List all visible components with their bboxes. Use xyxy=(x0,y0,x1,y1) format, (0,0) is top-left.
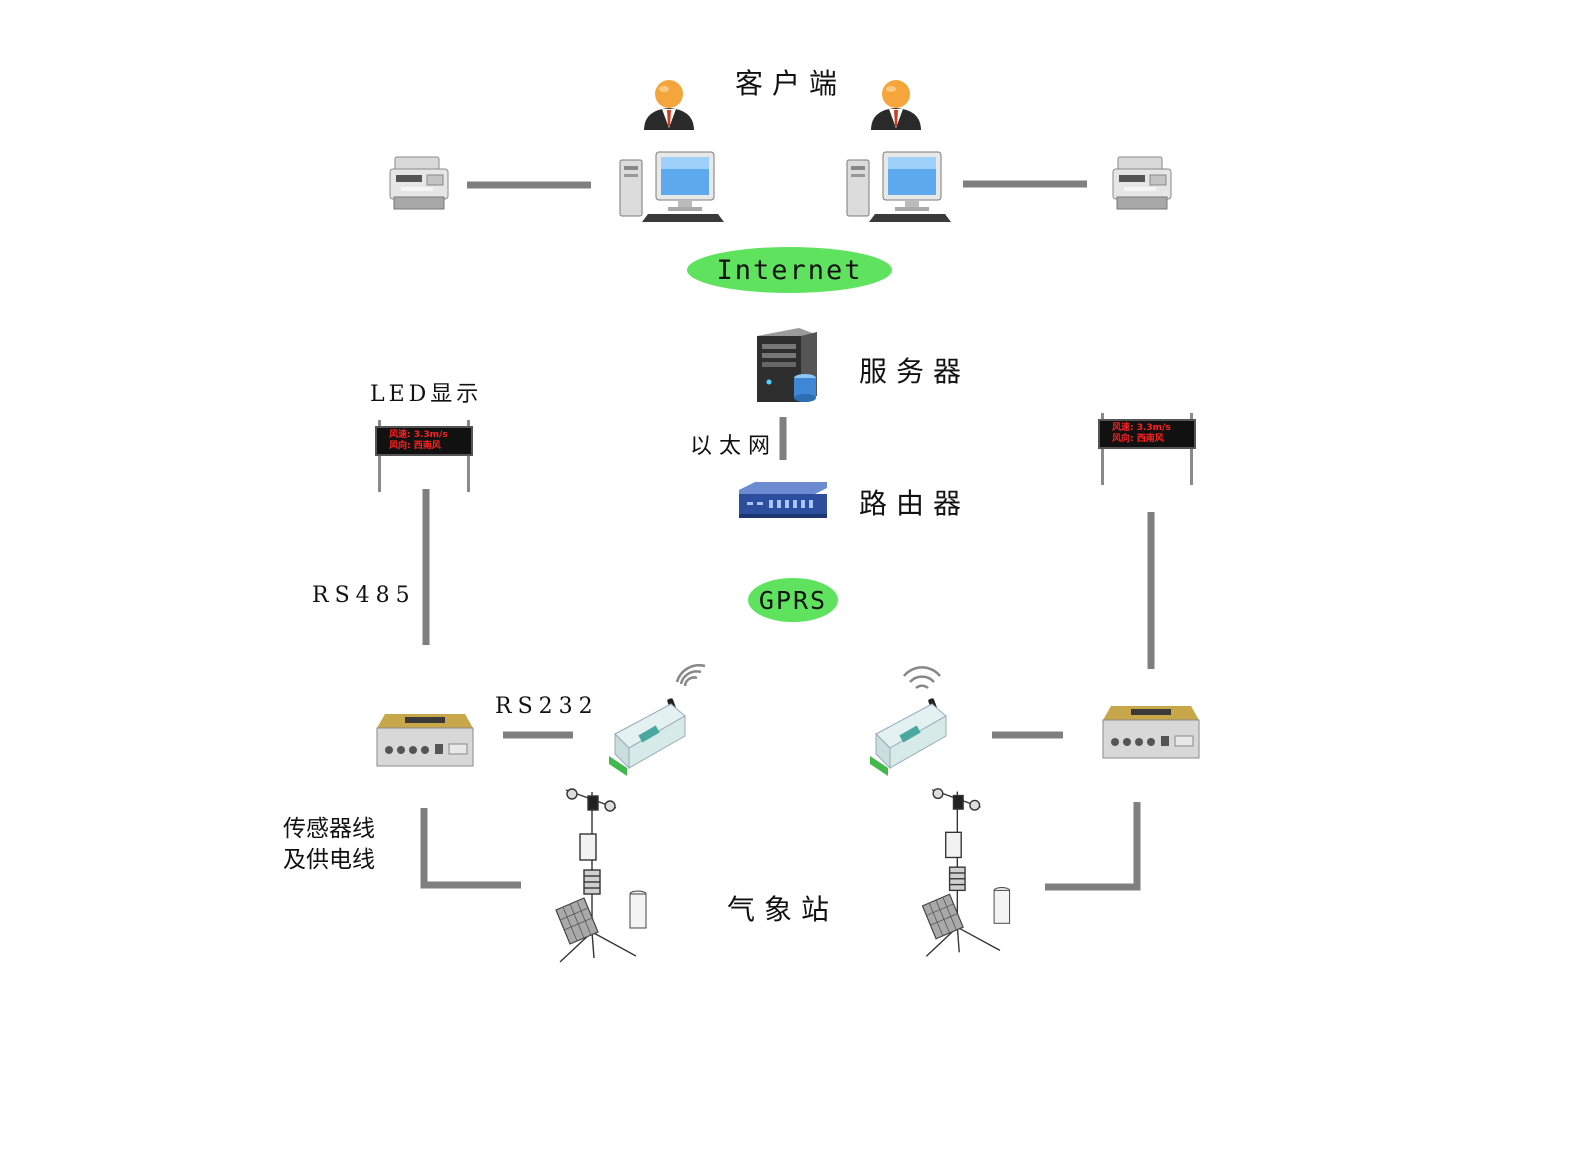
printer-icon xyxy=(389,156,449,210)
data-logger-icon xyxy=(376,714,474,767)
led-line-2: 风向: 西南风 xyxy=(389,441,441,451)
led-display-board: 风速: 3.3m/s 风向: 西南风 xyxy=(1098,411,1196,487)
computer-icon xyxy=(846,151,951,222)
weather-station-icon xyxy=(921,788,1011,957)
internet-label: Internet xyxy=(716,254,863,286)
server-label: 服务器 xyxy=(859,355,971,388)
rs485-label: RS485 xyxy=(312,583,416,608)
printer-icon xyxy=(1112,156,1172,210)
data-logger-icon xyxy=(1102,706,1200,759)
router-icon xyxy=(739,482,827,518)
led-line-1: 风速: 3.3m/s xyxy=(389,430,448,440)
led-post xyxy=(467,420,470,492)
sensor-power-line-label: 传感器线 及供电线 xyxy=(283,814,375,876)
router-label: 路由器 xyxy=(859,487,971,520)
gprs-modem-icon xyxy=(870,666,947,776)
led-post xyxy=(378,420,381,492)
server-icon xyxy=(757,328,817,402)
user-icon xyxy=(644,80,694,130)
led-panel: 风速: 3.3m/s 风向: 西南风 xyxy=(1098,419,1196,449)
led-line-1: 风速: 3.3m/s xyxy=(1112,423,1171,433)
sensor-line-label-2: 及供电线 xyxy=(283,847,375,873)
led-display-label: LED显示 xyxy=(370,382,483,407)
weather-station-label: 气象站 xyxy=(727,893,839,926)
sensor-link-left xyxy=(420,808,521,889)
led-panel: 风速: 3.3m/s 风向: 西南风 xyxy=(375,426,473,456)
led-line-2: 风向: 西南风 xyxy=(1112,434,1164,444)
rs232-label: RS232 xyxy=(495,694,599,719)
computer-icon xyxy=(619,151,724,222)
gprs-modem-icon xyxy=(609,664,706,776)
gprs-label: GPRS xyxy=(758,585,828,615)
led-post xyxy=(1190,413,1193,485)
led-post xyxy=(1101,413,1104,485)
sensor-line-label-1: 传感器线 xyxy=(283,816,375,842)
sensor-link-right xyxy=(1045,802,1141,891)
ethernet-label: 以太网 xyxy=(690,434,778,459)
client-label: 客户端 xyxy=(735,67,847,100)
gprs-cloud: GPRS xyxy=(748,578,838,622)
led-display-board: 风速: 3.3m/s 风向: 西南风 xyxy=(375,418,473,494)
internet-cloud: Internet xyxy=(687,247,892,293)
weather-station-icon xyxy=(555,788,647,963)
user-icon xyxy=(871,80,921,130)
